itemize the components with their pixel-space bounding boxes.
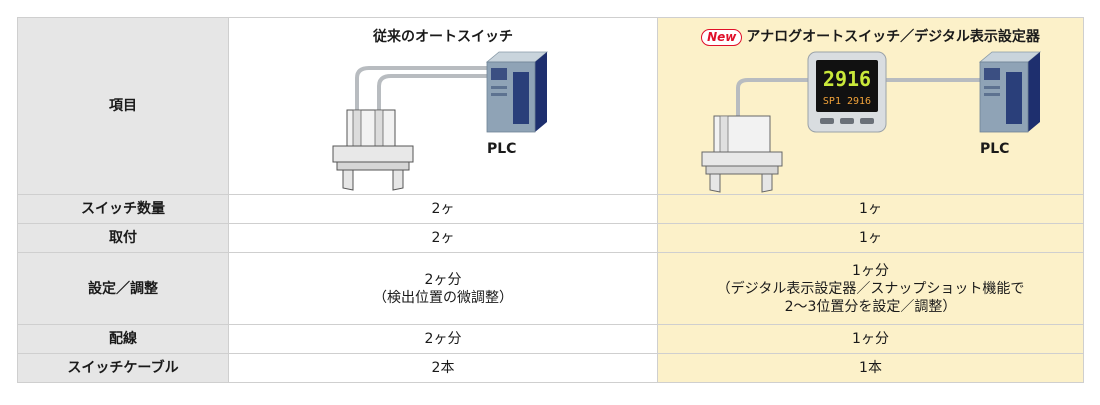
new-badge: New bbox=[701, 29, 743, 46]
value-line: 2～3位置分を設定／調整） bbox=[784, 298, 957, 315]
row-label: 設定／調整 bbox=[17, 252, 229, 325]
digital-display-icon bbox=[807, 51, 887, 133]
value-line: （デジタル表示設定器／スナップショット機能で bbox=[716, 280, 1025, 297]
item-header-label: 項目 bbox=[109, 98, 137, 114]
analog-value: 1ヶ bbox=[657, 223, 1084, 253]
comparison-table: 項目 従来のオートスイッチ bbox=[17, 17, 1084, 383]
display-top-readout: 2916 bbox=[823, 67, 871, 91]
value-line: 1ヶ分 bbox=[852, 262, 889, 279]
table-row: スイッチ数量 2ヶ 1ヶ bbox=[17, 194, 1084, 224]
row-label: 配線 bbox=[17, 324, 229, 354]
row-label: スイッチ数量 bbox=[17, 194, 229, 224]
analog-value: 1本 bbox=[657, 353, 1084, 383]
table-row: スイッチケーブル 2本 1本 bbox=[17, 353, 1084, 383]
conventional-title: 従来のオートスイッチ bbox=[373, 29, 513, 45]
gripper-icon bbox=[332, 109, 414, 191]
table-row: 配線 2ヶ分 1ヶ分 bbox=[17, 324, 1084, 354]
item-header-cell: 項目 bbox=[17, 17, 229, 195]
value-line: 2ヶ分 bbox=[424, 271, 462, 288]
display-bottom-readout: SP1 2916 bbox=[823, 96, 871, 107]
conventional-value: 2本 bbox=[228, 353, 658, 383]
conventional-value: 2ヶ分 （検出位置の微調整） bbox=[228, 252, 658, 325]
plc-icon bbox=[978, 51, 1042, 133]
comparison-table-wrapper: 項目 従来のオートスイッチ bbox=[17, 17, 1084, 383]
conventional-value: 2ヶ分 bbox=[228, 324, 658, 354]
analog-value: 1ヶ bbox=[657, 194, 1084, 224]
row-label: スイッチケーブル bbox=[17, 353, 229, 383]
analog-switch-illustration: 2916 SP1 2916 bbox=[701, 51, 1042, 193]
conventional-value: 2ヶ bbox=[228, 194, 658, 224]
table-row: 設定／調整 2ヶ分 （検出位置の微調整） 1ヶ分 （デジタル表示設定器／スナップ… bbox=[17, 252, 1084, 325]
row-label: 取付 bbox=[17, 223, 229, 253]
plc-icon bbox=[485, 51, 549, 133]
gripper-icon bbox=[701, 115, 783, 193]
analog-value: 1ヶ分 （デジタル表示設定器／スナップショット機能で 2～3位置分を設定／調整） bbox=[657, 252, 1084, 325]
value-line: （検出位置の微調整） bbox=[373, 289, 513, 306]
analog-value: 1ヶ分 bbox=[657, 324, 1084, 354]
conventional-switch-illustration bbox=[332, 51, 549, 191]
conventional-value: 2ヶ bbox=[228, 223, 658, 253]
table-row: 取付 2ヶ 1ヶ bbox=[17, 223, 1084, 253]
plc-label-analog: PLC bbox=[980, 141, 1010, 157]
header-row: 項目 従来のオートスイッチ bbox=[17, 17, 1084, 195]
analog-title-text: アナログオートスイッチ／デジタル表示設定器 bbox=[746, 29, 1040, 45]
plc-label-conventional: PLC bbox=[487, 141, 517, 157]
conventional-header-cell: 従来のオートスイッチ bbox=[228, 17, 658, 195]
